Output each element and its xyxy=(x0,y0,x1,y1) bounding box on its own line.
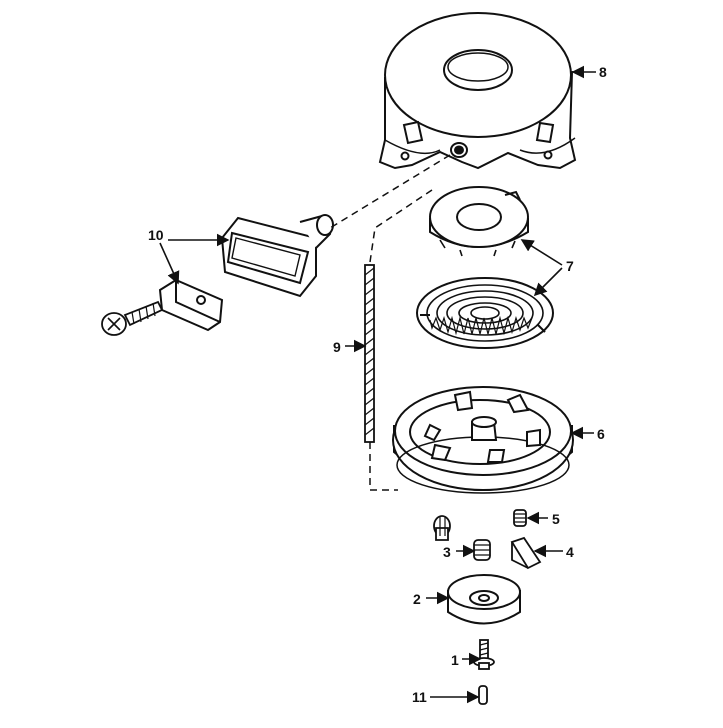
part-label-10: 10 xyxy=(148,227,164,243)
part-label-11: 11 xyxy=(412,689,427,705)
assembly-lines xyxy=(329,154,451,491)
handle-insert-icon xyxy=(158,278,224,332)
brake-spring-cup-icon xyxy=(447,574,521,625)
pawl-icon xyxy=(510,536,542,570)
starter-housing-icon xyxy=(378,12,577,170)
part-label-5: 5 xyxy=(552,511,560,527)
part-label-8: 8 xyxy=(599,64,607,80)
pawl-screw-icon xyxy=(433,515,451,541)
part-label-3: 3 xyxy=(443,544,451,560)
handle-icon xyxy=(220,214,334,298)
starter-rope-icon xyxy=(364,264,375,443)
handle-screw-icon xyxy=(101,300,164,336)
part-label-9: 9 xyxy=(333,339,341,355)
compression-spring-icon xyxy=(473,539,491,561)
part-label-4: 4 xyxy=(566,544,574,560)
pulley-icon xyxy=(392,386,574,494)
part-label-6: 6 xyxy=(597,426,605,442)
leader-arrows xyxy=(159,65,596,704)
part-label-1: 1 xyxy=(451,652,459,668)
pin-icon xyxy=(478,685,488,705)
small-spring-icon xyxy=(513,509,527,527)
recoil-spring-icon xyxy=(416,277,554,349)
flanged-screw-icon xyxy=(473,639,495,670)
part-label-7: 7 xyxy=(566,258,574,274)
part-label-2: 2 xyxy=(413,591,421,607)
spring-keeper-icon xyxy=(429,186,529,257)
